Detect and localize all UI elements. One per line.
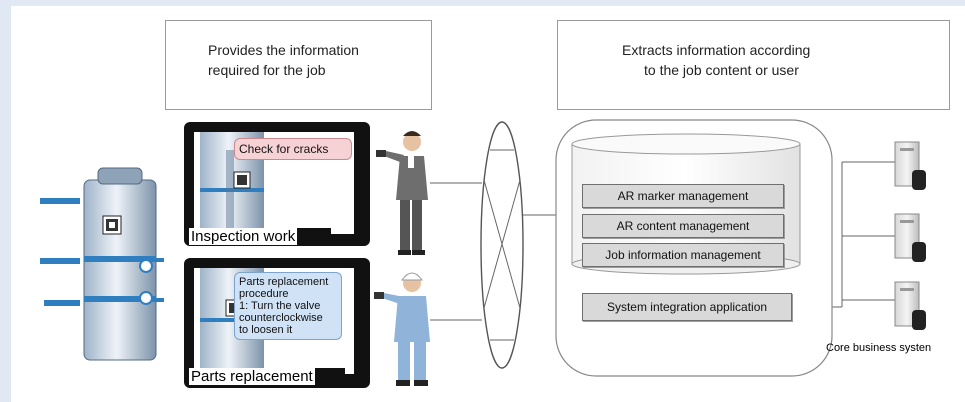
core-server-icon-3	[894, 281, 926, 330]
module-ar-marker: AR marker management	[582, 184, 784, 208]
info-extracts-line-2: to the job content or user	[644, 62, 799, 78]
inspection-caption: Inspection work	[189, 228, 298, 245]
core-server-icon-1	[894, 141, 926, 190]
system-integration-app: System integration application	[582, 293, 792, 321]
module-job-info: Job information management	[582, 243, 784, 267]
info-provides-line-1: Provides the information	[208, 42, 359, 58]
replacement-line-2: procedure	[239, 288, 289, 300]
network-icon	[480, 121, 524, 369]
plant-tank-icon	[40, 167, 164, 361]
inspection-bubble: Check for cracks	[234, 138, 352, 160]
worker-inspector-icon	[376, 131, 428, 255]
info-extracts-callout: Extracts information according to the jo…	[557, 20, 950, 110]
worker-technician-icon	[374, 272, 430, 386]
replacement-line-3: 1: Turn the valve	[239, 300, 321, 312]
core-business-label: Core business systen	[826, 342, 932, 354]
connector-lines	[430, 161, 895, 321]
replacement-line-4: counterclockwise	[239, 312, 323, 324]
core-server-icon-2	[894, 213, 926, 262]
info-provides-callout: Provides the information required for th…	[165, 20, 432, 110]
module-ar-content: AR content management	[582, 214, 784, 238]
inspection-bubble-text: Check for cracks	[239, 142, 329, 156]
info-provides-line-2: required for the job	[208, 62, 326, 78]
replacement-caption: Parts replacement	[189, 368, 315, 385]
info-extracts-line-1: Extracts information according	[622, 42, 811, 58]
replacement-line-1: Parts replacement	[239, 276, 329, 288]
replacement-bubble: Parts replacement procedure 1: Turn the …	[234, 272, 342, 340]
replacement-line-5: to loosen it	[239, 324, 293, 336]
